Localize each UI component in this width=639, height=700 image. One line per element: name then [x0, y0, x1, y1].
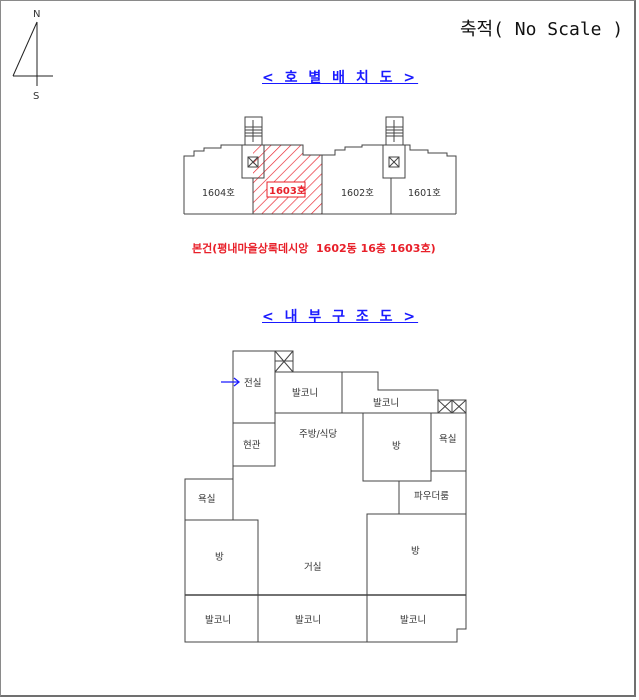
room-label-powder-room: 파우더룸 [414, 491, 449, 502]
north-arrow-icon [12, 21, 53, 86]
compass-south-label: S [33, 91, 39, 102]
room-label-balcony-bottom-right: 발코니 [400, 615, 426, 626]
entrance-arrow-icon [221, 377, 241, 387]
room-label-dressing: 전실 [244, 378, 261, 389]
room-label-entrance: 현관 [243, 440, 261, 451]
room-label-balcony-bottom-left: 발코니 [205, 615, 231, 626]
room-label-room-left: 방 [215, 552, 224, 563]
room-label-bathroom-top-right: 욕실 [439, 434, 456, 445]
unit-1604-label: 1604호 [202, 188, 235, 199]
floor-plan [184, 350, 467, 643]
unit-1601-label: 1601호 [408, 188, 441, 199]
room-label-living-room: 거실 [304, 562, 321, 573]
unit-1602-label: 1602호 [341, 188, 374, 199]
compass-north-label: N [33, 9, 40, 20]
room-label-room-top-right: 방 [392, 441, 401, 452]
scale-label: 축적( No Scale ) [460, 19, 624, 40]
interior-layout-title: < 내 부 구 조 도 > [262, 309, 419, 325]
room-label-balcony-top-right: 발코니 [373, 398, 399, 409]
room-label-balcony-bottom-center: 발코니 [295, 615, 321, 626]
room-label-bathroom-left: 욕실 [198, 494, 215, 505]
room-label-room-right: 방 [411, 546, 420, 557]
unit-layout-title: < 호 별 배 치 도 > [262, 70, 419, 86]
room-label-kitchen-dining: 주방/식당 [299, 429, 337, 440]
unit-1603-label: 1603호 [269, 184, 306, 197]
room-label-balcony-top-left: 발코니 [292, 388, 318, 399]
subject-caption: 본건(평내마을상록데시앙 1602동 16층 1603호) [192, 242, 436, 255]
unit-layout-diagram [183, 116, 457, 215]
